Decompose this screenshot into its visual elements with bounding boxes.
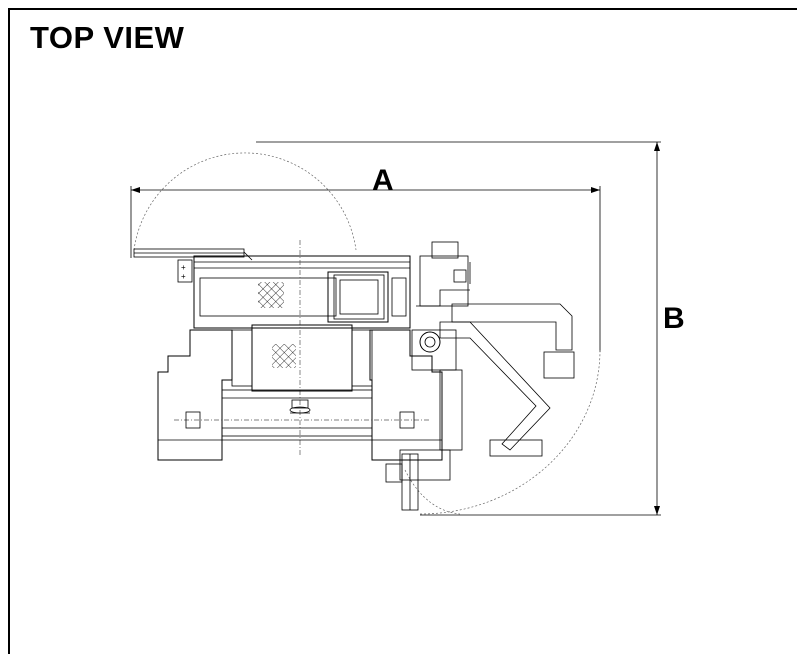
swing-arm xyxy=(439,303,575,457)
dimension-b-label: B xyxy=(663,302,685,335)
control-box xyxy=(327,271,389,323)
motor-hatch xyxy=(272,344,296,368)
top-cover-plate xyxy=(133,248,253,261)
bottom-fitting xyxy=(289,399,311,414)
dimension-a: A xyxy=(130,164,601,352)
swing-arc-bottom xyxy=(404,469,461,515)
dimension-b: B xyxy=(256,141,685,516)
svg-text:+: + xyxy=(181,263,186,272)
upper-hatch xyxy=(258,282,284,308)
lower-base xyxy=(157,329,443,461)
upper-body xyxy=(193,255,411,329)
view-title: TOP VIEW xyxy=(30,20,185,55)
left-bracket: + + xyxy=(177,259,193,283)
arm-mount xyxy=(399,241,471,481)
dimension-b-arrow-top xyxy=(654,142,660,151)
svg-text:+: + xyxy=(181,272,186,281)
dimension-a-arrow-right xyxy=(591,187,600,193)
drawing-frame xyxy=(8,8,797,654)
dimension-a-arrow-left xyxy=(131,187,140,193)
swing-arc-right xyxy=(419,349,601,515)
swing-arc-top xyxy=(133,152,357,251)
hinge xyxy=(419,331,441,353)
bottom-bolt xyxy=(385,453,419,511)
dimension-b-arrow-bottom xyxy=(654,506,660,515)
dimension-a-label: A xyxy=(372,164,394,197)
motor-block xyxy=(231,324,373,392)
